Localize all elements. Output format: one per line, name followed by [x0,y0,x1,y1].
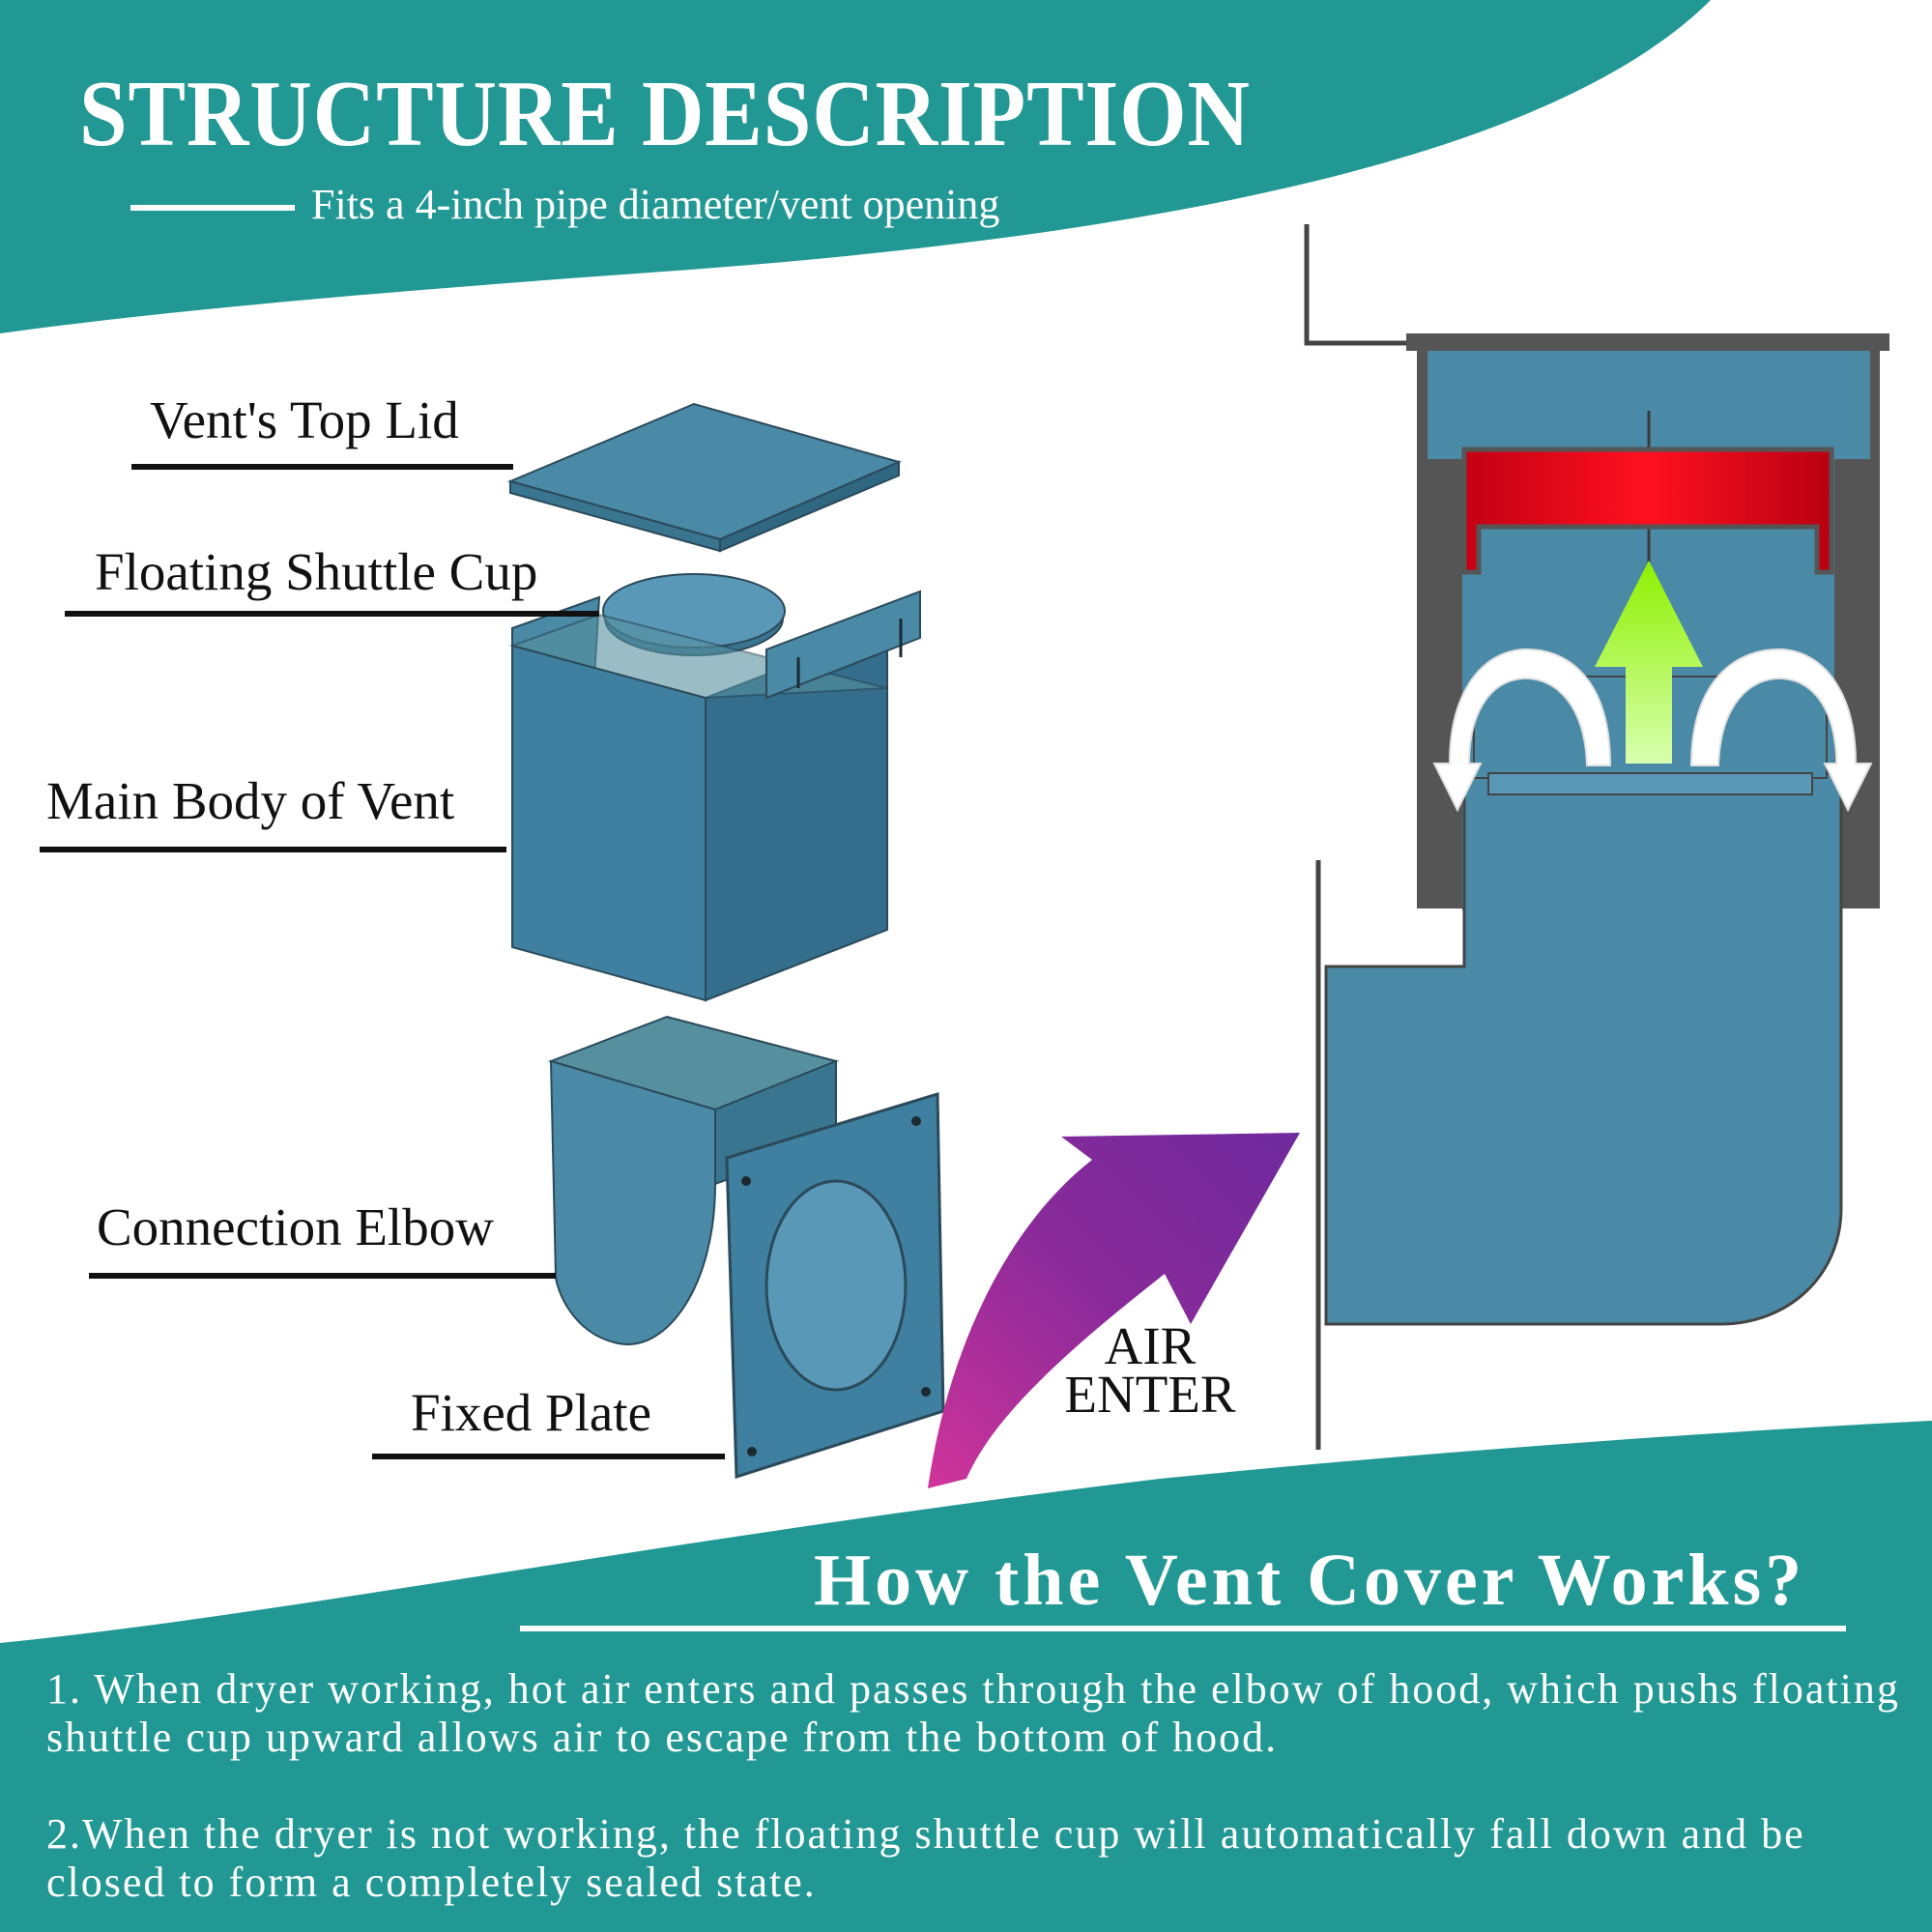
air-enter-label: AIR ENTER [1049,1316,1252,1424]
how-it-works-title: How the Vent Cover Works? [814,1540,1806,1621]
left-curved-arrow [1432,648,1612,813]
rule-fixed-plate [372,1454,725,1459]
page-title: STRUCTURE DESCRIPTION [79,62,1251,165]
air-label-line2: ENTER [1064,1365,1236,1424]
right-curved-arrow [1689,648,1873,813]
label-shuttle-cup: Floating Shuttle Cup [95,542,538,601]
page-subtitle: Fits a 4-inch pipe diameter/vent opening [311,181,1000,228]
bottom-banner [0,1421,1932,1932]
upward-airflow-arrow [1595,561,1703,764]
label-main-body: Main Body of Vent [46,771,455,830]
fixed-plate-shape [725,1091,945,1480]
label-elbow: Connection Elbow [97,1197,494,1256]
top-banner [0,0,1711,333]
label-top-lid: Vent's Top Lid [150,390,459,449]
air-enter-arrow [928,1133,1300,1488]
rule-top-lid [131,464,513,470]
cross-section-shape [1304,224,1889,1450]
main-body-shape [508,590,921,1002]
subtitle-divider [130,205,295,211]
rule-main-body [40,847,506,852]
label-fixed-plate: Fixed Plate [411,1383,652,1442]
step-2-text: 2.When the dryer is not working, the flo… [46,1810,1805,1906]
how-it-works-divider [520,1626,1846,1631]
step-1-text: 1. When dryer working, hot air enters an… [46,1665,1900,1761]
rule-shuttle-cup [65,611,599,617]
air-label-line1: AIR [1104,1316,1197,1375]
elbow-shape [547,1015,840,1345]
top-lid-shape [506,402,902,553]
rule-elbow [89,1273,556,1279]
